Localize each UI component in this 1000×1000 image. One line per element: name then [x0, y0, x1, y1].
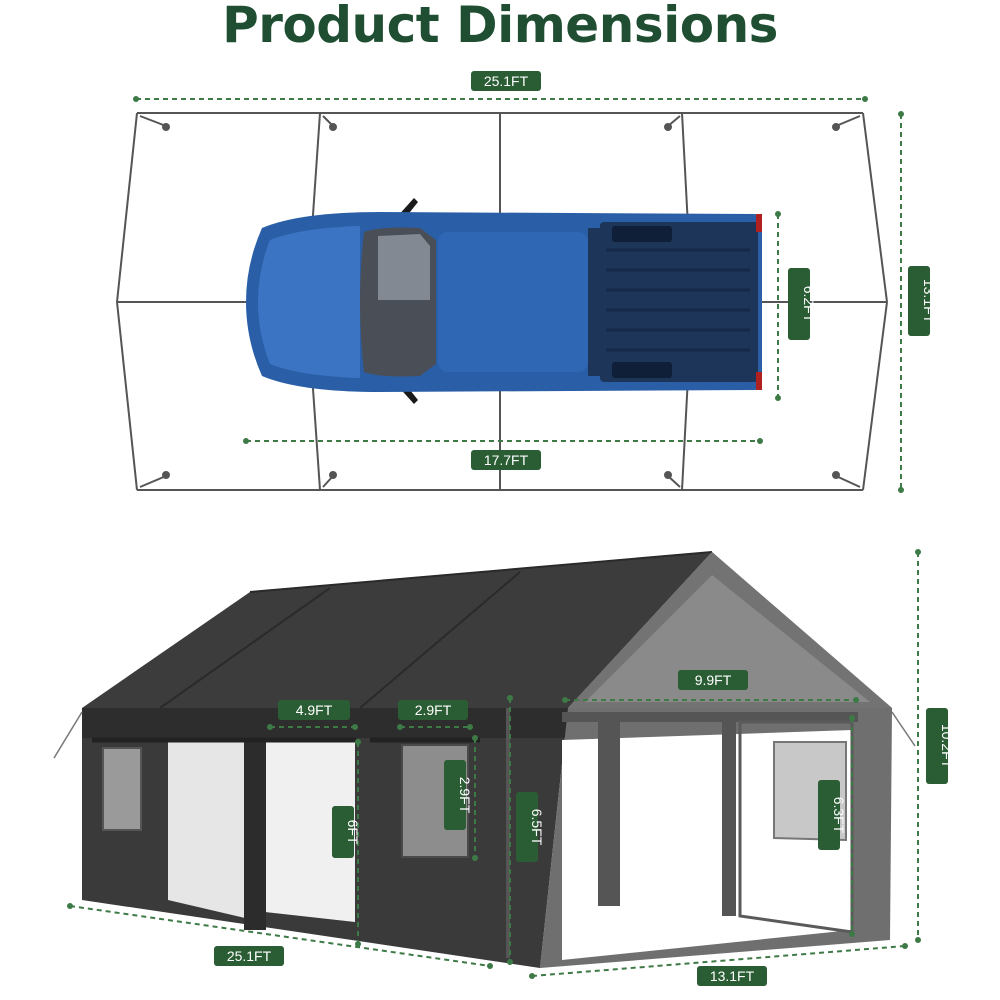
- top-view: 25.1FT 13.1FT: [116, 71, 937, 493]
- side-height-badge: [332, 806, 354, 858]
- tent-length-label: 25.1FT: [227, 948, 272, 964]
- side-panel-width-label: 4.9FT: [296, 702, 333, 718]
- window-height-label: 2.9FT: [457, 777, 473, 814]
- page-title: Product Dimensions: [222, 0, 778, 54]
- door-width-label: 9.9FT: [695, 672, 732, 688]
- pickup-truck: [246, 198, 762, 404]
- tent-width-label: 13.1FT: [710, 968, 755, 984]
- window-height-badge: [444, 760, 466, 830]
- tent-perspective-view: 4.9FT 2.9FT 2.9FT 6FT 6.5FT 9.9FT 6.3FT …: [53, 549, 955, 986]
- wall-height-label: 6.5FT: [529, 809, 545, 846]
- vehicle-width-label: 6.2FT: [801, 286, 817, 323]
- mesh-window-left: [102, 747, 142, 831]
- side-panel-width-badge: [278, 700, 350, 720]
- door-width-badge: [678, 670, 748, 690]
- wall-height-badge: [516, 792, 538, 862]
- vehicle-length-badge: [471, 450, 541, 470]
- peak-height-label: 10.2FT: [939, 724, 955, 769]
- top-width-label: 13.1FT: [921, 279, 937, 324]
- tent-width-badge: [697, 966, 767, 986]
- top-length-label: 25.1FT: [484, 73, 529, 89]
- peak-height-badge: [926, 708, 948, 784]
- end-window-height-label: 6.3FT: [831, 797, 847, 834]
- length-label-badge: [471, 71, 541, 91]
- frame-stakes: [139, 115, 861, 488]
- end-window-height-badge: [818, 780, 840, 850]
- width-label-badge: [908, 266, 930, 336]
- window-width-badge: [398, 700, 468, 720]
- tent-roof: [82, 552, 712, 708]
- window-width-label: 2.9FT: [415, 702, 452, 718]
- side-height-label: 6FT: [345, 820, 361, 845]
- vehicle-width-badge: [788, 268, 810, 340]
- vehicle-length-label: 17.7FT: [484, 452, 529, 468]
- tent-length-badge: [214, 946, 284, 966]
